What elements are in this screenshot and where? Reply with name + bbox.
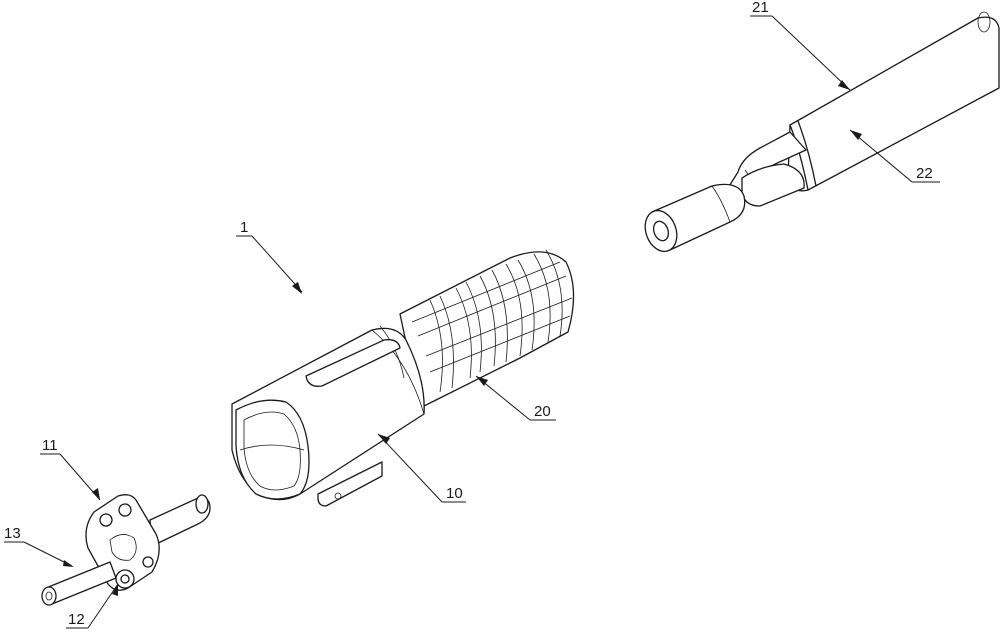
cable-assembly xyxy=(640,12,999,256)
label-21: 21 xyxy=(752,0,769,16)
label-22: 22 xyxy=(916,165,933,182)
label-12: 12 xyxy=(68,611,85,628)
connector-body xyxy=(232,250,574,506)
label-13: 13 xyxy=(4,525,21,542)
insert-assembly xyxy=(42,495,210,605)
label-10: 10 xyxy=(446,485,463,502)
label-11: 11 xyxy=(42,437,58,454)
label-20: 20 xyxy=(534,403,551,420)
label-1: 1 xyxy=(240,219,248,236)
